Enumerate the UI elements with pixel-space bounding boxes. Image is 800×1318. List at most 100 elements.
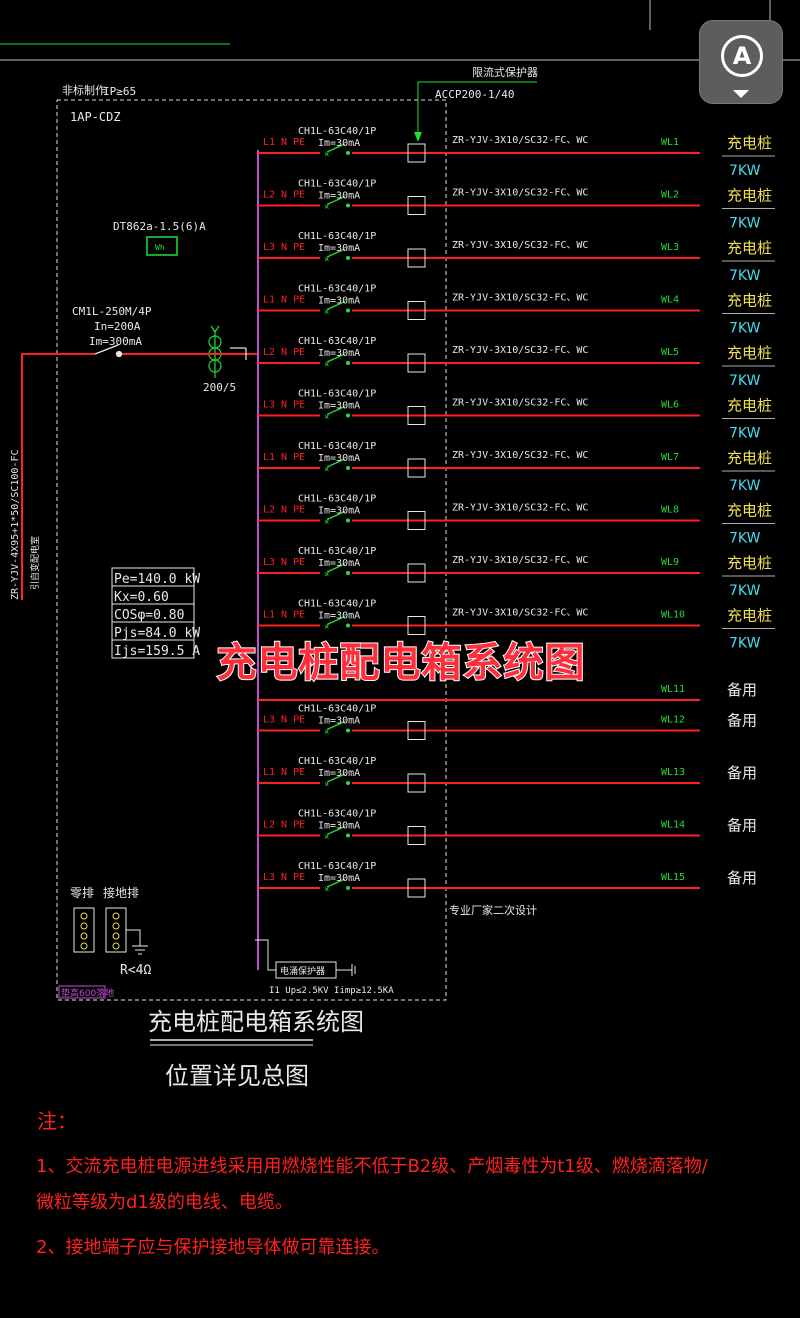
calc-cos: COSφ=0.80 — [114, 608, 184, 623]
limiter-box — [407, 353, 426, 373]
calc-kx: Kx=0.60 — [114, 590, 169, 605]
meter-symbol: Wh — [155, 243, 165, 252]
circuit-load: 备用 — [727, 764, 757, 782]
breaker-x-mark: × — [324, 308, 329, 318]
limiter-box — [407, 721, 426, 740]
circuit-phase: L2 N PE — [263, 505, 305, 516]
circuit-wl: WL14 — [661, 820, 685, 831]
circuit-breaker-model: CH1L-63C40/1P — [298, 861, 376, 872]
limiter-box — [407, 301, 426, 320]
circuit-breaker-im: Im=30mA — [318, 611, 360, 622]
non-standard-label: 非标制作 — [62, 83, 106, 97]
limiter-box — [407, 826, 426, 845]
circuit-load: 充电桩 — [727, 134, 772, 152]
circuit-load: 备用 — [727, 869, 757, 887]
neutral-bar-label: 零排 — [70, 886, 94, 900]
meter-box — [146, 236, 178, 256]
circuit-phase: L3 N PE — [263, 715, 305, 726]
circuit-phase: L3 N PE — [263, 557, 305, 568]
circuit-breaker-im: Im=30mA — [318, 821, 360, 832]
breaker-pivot — [346, 623, 350, 628]
breaker-contact — [326, 353, 346, 363]
circuit-load: 备用 — [727, 817, 757, 835]
circuit-power: 7KW — [729, 163, 761, 179]
circuit-breaker-im: Im=30mA — [318, 506, 360, 517]
circuit-phase: L3 N PE — [263, 242, 305, 253]
circuit-power: 7KW — [729, 216, 761, 232]
circuit-breaker-model: CH1L-63C40/1P — [298, 546, 376, 557]
circuit-wl: WL4 — [661, 295, 679, 306]
circuit-wl: WL3 — [661, 242, 679, 253]
circuit-power: 7KW — [729, 583, 761, 599]
circuit-wl: WL9 — [661, 557, 679, 568]
main-breaker-model: CM1L-250M/4P — [72, 305, 152, 318]
note-1-line-2: 微粒等级为d1级的电线、电缆。 — [36, 1192, 293, 1213]
accessibility-button[interactable]: A — [699, 20, 783, 104]
limiter-box — [407, 773, 426, 793]
current-transformer — [200, 325, 247, 378]
breaker-pivot — [346, 571, 350, 575]
limiter-label: 限流式保护器 — [472, 65, 538, 79]
limiter-box — [407, 511, 426, 530]
circuit-breaker-im: Im=30mA — [318, 243, 360, 254]
vendor-note: 专业厂家二次设计 — [449, 903, 537, 917]
circuit-breaker-model: CH1L-63C40/1P — [298, 704, 376, 715]
limiter-box — [407, 563, 426, 583]
circuit-wl: WL10 — [661, 610, 685, 621]
breaker-contact — [326, 300, 346, 311]
circuit-cable: ZR-YJV-3X10/SC32-FC、WC — [452, 345, 588, 356]
breaker-contact — [326, 773, 346, 783]
circuit-breaker-im: Im=30mA — [318, 716, 360, 727]
circuit-breaker-im: Im=30mA — [318, 191, 360, 202]
circuit-cable: ZR-YJV-3X10/SC32-FC、WC — [452, 293, 588, 304]
circuit-breaker-model: CH1L-63C40/1P — [298, 284, 376, 295]
circuit-cable: ZR-YJV-3X10/SC32-FC、WC — [452, 503, 588, 514]
breaker-x-mark: × — [324, 833, 329, 843]
circuit-load: 充电桩 — [727, 239, 772, 257]
circuit-load: 充电桩 — [727, 502, 772, 520]
breaker-pivot — [346, 308, 350, 313]
spd-spec: I1 Up≤2.5KV Iimp≥12.5KA — [269, 986, 394, 996]
circuit-breaker-model: CH1L-63C40/1P — [298, 231, 376, 242]
circuit-breaker-im: Im=30mA — [318, 558, 360, 569]
circuit-phase: L1 N PE — [263, 610, 305, 621]
circuit-phase: L1 N PE — [263, 295, 305, 306]
breaker-pivot — [346, 728, 350, 733]
circuit-breaker-im: Im=30mA — [318, 453, 360, 464]
breaker-contact — [326, 720, 346, 731]
drawing-frame — [0, 0, 800, 61]
main-breaker-in: In=200A — [94, 320, 141, 333]
circuit-load: 备用 — [727, 681, 757, 699]
circuit-phase: L1 N PE — [263, 137, 305, 148]
circuit-power: 7KW — [729, 373, 761, 389]
ct-ratio: 200/5 — [203, 381, 236, 394]
breaker-contact — [326, 248, 346, 258]
limiter-box — [407, 878, 426, 898]
incoming-note: 引自变配电室 — [29, 536, 41, 590]
circuit-breaker-im: Im=30mA — [318, 296, 360, 307]
circuit-row: WL11 备用 — [258, 681, 757, 701]
limiter-box — [407, 248, 426, 268]
circuit-cable: ZR-YJV-3X10/SC32-FC、WC — [452, 555, 588, 566]
circuit-breaker-im: Im=30mA — [318, 873, 360, 884]
breaker-contact — [326, 825, 346, 836]
circuit-wl: WL11 — [661, 684, 685, 695]
circuit-phase: L3 N PE — [263, 872, 305, 883]
circuit-phase: L2 N PE — [263, 820, 305, 831]
breaker-contact — [326, 878, 346, 888]
circuit-breaker-model: CH1L-63C40/1P — [298, 809, 376, 820]
circuit-wl: WL2 — [661, 190, 679, 201]
breaker-pivot — [346, 886, 350, 890]
circuit-cable: ZR-YJV-3X10/SC32-FC、WC — [452, 135, 588, 146]
ground-resistance: R<4Ω — [120, 963, 151, 978]
circuit-wl: WL5 — [661, 347, 679, 358]
ground-bar — [105, 907, 148, 955]
